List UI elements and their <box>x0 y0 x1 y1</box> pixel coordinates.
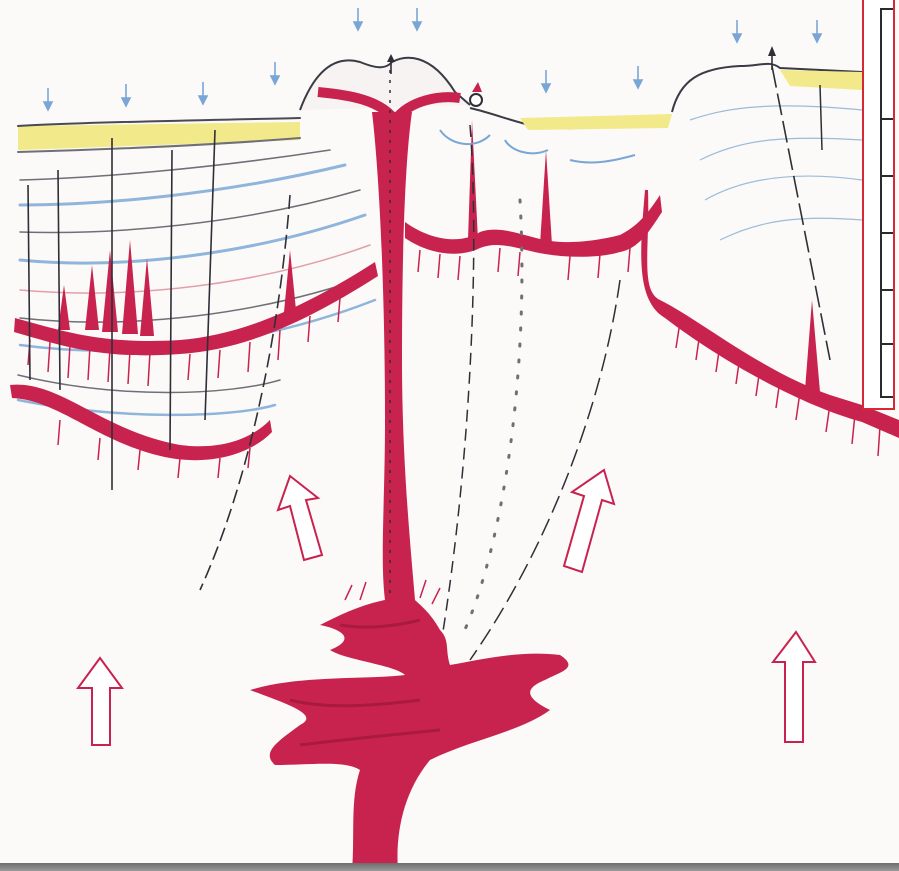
main-conduit <box>372 112 415 600</box>
legend-row <box>882 175 895 177</box>
central-graben <box>405 82 672 660</box>
down-arrow-icon <box>44 88 52 110</box>
down-arrow-icon <box>199 82 207 104</box>
left-faults <box>28 130 290 590</box>
legend-row <box>882 118 895 120</box>
legend-row <box>882 343 895 345</box>
down-arrow-icon <box>271 62 279 84</box>
scan-edge <box>0 863 899 871</box>
right-block <box>641 46 899 456</box>
sediment-band-right <box>780 70 862 90</box>
sediment-band-graben <box>520 114 672 130</box>
legend-panel <box>862 0 895 410</box>
vent-marker-icon <box>470 82 482 106</box>
hollow-up-arrow-icon <box>564 470 614 572</box>
down-arrow-icon <box>733 20 741 42</box>
sill-left-upper <box>14 262 378 355</box>
surface-arrows-center <box>542 20 821 92</box>
left-basin-magma <box>10 240 378 478</box>
sill-right <box>641 190 899 438</box>
legend-row <box>882 232 895 234</box>
graben-floor-sill <box>405 195 662 257</box>
down-arrow-icon <box>813 20 821 42</box>
sill-left-lower <box>10 385 272 461</box>
down-arrow-icon <box>542 70 550 92</box>
down-arrow-icon <box>354 8 362 30</box>
left-basin-strata <box>18 118 375 415</box>
magma-chamber <box>250 580 568 871</box>
hollow-up-arrow-icon <box>278 476 322 560</box>
down-arrow-icon <box>122 84 130 106</box>
down-arrow-icon <box>634 66 642 88</box>
down-arrow-icon <box>413 8 421 30</box>
legend-row <box>882 289 895 291</box>
vent-marker-icon <box>768 46 776 70</box>
hollow-up-arrow-icon <box>78 658 122 745</box>
legend-table <box>880 8 895 398</box>
hollow-up-arrow-icon <box>773 632 815 742</box>
